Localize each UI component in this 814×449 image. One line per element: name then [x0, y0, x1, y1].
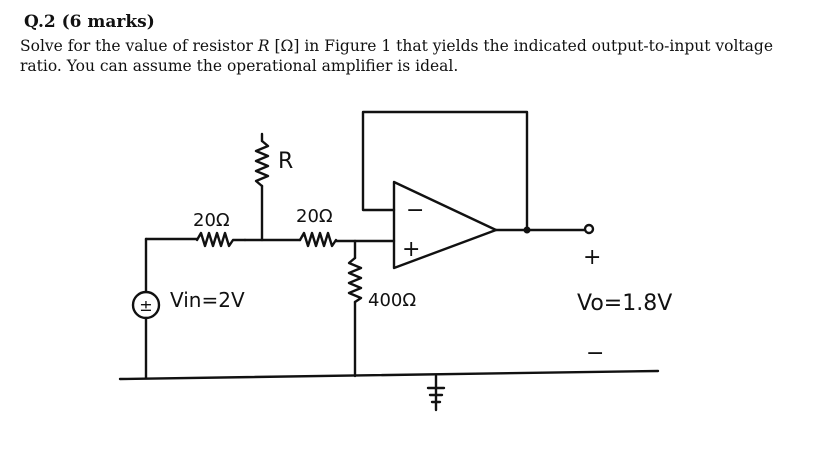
question-block: Q.2 (6 marks) Solve for the value of res…: [20, 12, 805, 76]
voltage-source-symbol: [131, 290, 161, 320]
question-line1-post: in Figure 1 that yields the indicated ou…: [299, 37, 773, 55]
question-unit: [Ω]: [269, 37, 300, 55]
question-text: Solve for the value of resistor R [Ω] in…: [20, 36, 805, 76]
question-resistor-symbol: R: [257, 37, 270, 55]
opamp-plus-sign: +: [402, 237, 420, 262]
question-line1-pre: Solve for the value of resistor: [20, 37, 258, 55]
r-resistor-zigzag: [254, 139, 270, 188]
voltage-source-label: Vin=2V: [170, 288, 245, 312]
output-terminal: [583, 223, 595, 235]
r-resistor-label: R: [278, 149, 293, 174]
left-resistor-zigzag: [195, 231, 247, 248]
question-title: Q.2 (6 marks): [24, 12, 155, 32]
mid-resistor-zigzag: [298, 231, 338, 248]
mid-resistor-label: 20Ω: [296, 206, 333, 227]
opamp-triangle: [392, 180, 498, 270]
ground-symbol: [426, 386, 446, 404]
left-resistor-label: 20Ω: [193, 210, 230, 231]
shunt-resistor-zigzag: [347, 256, 363, 304]
voltage-source-sign: ±: [139, 296, 152, 315]
output-minus-sign: −: [586, 341, 604, 366]
minus-input-wire: [361, 110, 529, 232]
output-voltage-label: Vo=1.8V: [577, 291, 672, 316]
ground-rail-wire: [118, 369, 660, 381]
question-line2: ratio. You can assume the operational am…: [20, 57, 459, 75]
opamp-minus-sign: −: [406, 198, 424, 223]
output-plus-sign: +: [583, 245, 601, 270]
shunt-resistor-label: 400Ω: [368, 290, 416, 311]
output-junction-dot: [523, 226, 531, 234]
